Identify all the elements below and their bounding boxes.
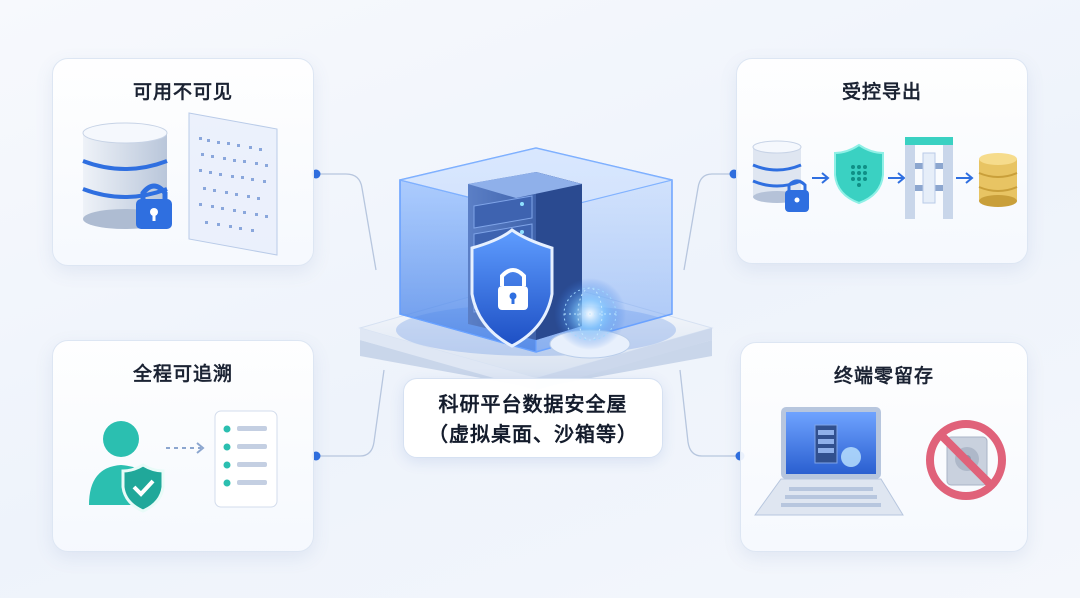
- user-shield-icon: [89, 421, 165, 513]
- center-title: 科研平台数据安全屋: [438, 392, 628, 416]
- no-storage-icon: [926, 420, 1006, 500]
- dashed-arrow-icon: [166, 442, 205, 454]
- center-subtitle: （虚拟桌面、沙箱等）: [428, 422, 638, 446]
- card-controlled-export: 受控导出: [736, 58, 1028, 264]
- card-title: 可用不可见: [132, 81, 233, 103]
- card-title: 全程可追溯: [132, 363, 233, 385]
- card-full-traceability: 全程可追溯: [52, 340, 314, 552]
- center-label: 科研平台数据安全屋 （虚拟桌面、沙箱等）: [403, 378, 663, 458]
- card-title: 终端零留存: [833, 365, 934, 387]
- data-matrix-screen-icon: [188, 112, 278, 256]
- data-safe-house-illustration: [358, 147, 714, 390]
- lock-icon: [136, 183, 172, 229]
- shield-icon: [834, 143, 884, 205]
- card-zero-terminal-retention: 终端零留存: [740, 342, 1028, 552]
- flow-arrow-icon: [812, 172, 830, 184]
- shield-lock-icon: [470, 228, 554, 348]
- flow-arrow-icon: [956, 172, 974, 184]
- document-list-icon: [214, 410, 278, 508]
- card-available-not-visible: 可用不可见: [52, 58, 314, 266]
- card-title: 受控导出: [841, 81, 922, 103]
- gate-icon: [905, 137, 953, 219]
- flow-arrow-icon: [888, 172, 906, 184]
- laptop-icon: [754, 407, 904, 516]
- globe-icon: [549, 278, 631, 359]
- database-lock-icon: [752, 140, 809, 212]
- coins-icon: [978, 153, 1018, 207]
